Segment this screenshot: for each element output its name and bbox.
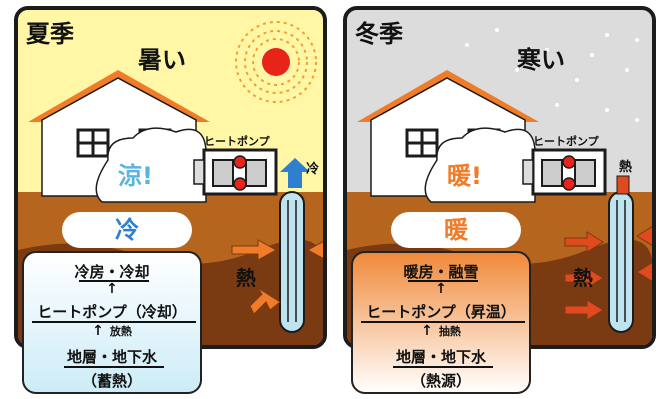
- pipe-riser-icon: [616, 175, 630, 195]
- heat-in-arrows: [564, 226, 652, 321]
- ground-heat-exchanger: [608, 191, 634, 333]
- pipe-arrow-icon: [280, 158, 310, 188]
- summer-flow-box: 冷房・冷却 ↑ ヒートポンプ（冷却） ↑ 放熱 地層・地下水 （蓄熱）: [22, 251, 202, 394]
- flow-bottom-note: （蓄熱）: [81, 372, 142, 390]
- ground-heat-label: 熱: [236, 266, 256, 290]
- room-mark: 暖!: [447, 162, 482, 190]
- heat-pump-icon: [193, 148, 278, 196]
- heat-pump-label: ヒートポンプ: [533, 135, 599, 148]
- flow-arrow-note: 放熱: [109, 325, 132, 338]
- season-title: 冬季: [355, 20, 403, 48]
- heat-pump-label: ヒートポンプ: [204, 135, 270, 148]
- divider: [64, 366, 164, 368]
- weather-feeling: 暑い: [138, 46, 186, 74]
- snow-icon: [465, 28, 639, 122]
- pipe-label: 熱: [619, 160, 633, 175]
- flow-bottom-note: （熱源）: [410, 372, 471, 390]
- sun-icon: [235, 21, 317, 103]
- flow-top: 冷房・冷却: [74, 263, 150, 281]
- arrow-up-icon: ↑: [92, 323, 104, 339]
- ground-heat-exchanger: [279, 191, 305, 333]
- ground-heat-label: 熱: [573, 266, 593, 290]
- room-bubble: [424, 127, 536, 203]
- mode-pill: 暖: [391, 212, 521, 248]
- divider: [32, 321, 196, 323]
- flow-bottom: 地層・地下水: [66, 348, 157, 366]
- divider: [79, 280, 149, 282]
- arrow-up-icon: ↑: [435, 281, 447, 297]
- flow-middle: ヒートポンプ（昇温）: [366, 303, 516, 321]
- winter-flow-box: 暖房・融雪 ↑ ヒートポンプ（昇温） ↑ 抽熱 地層・地下水 （熱源）: [351, 251, 531, 394]
- divider: [408, 280, 478, 282]
- room-mark: 涼!: [118, 162, 153, 190]
- room-bubble: [95, 127, 207, 203]
- divider: [361, 321, 525, 323]
- arrow-up-icon: ↑: [421, 323, 433, 339]
- flow-arrow-note: 抽熱: [438, 325, 461, 338]
- pipe-label: 冷: [306, 162, 320, 177]
- arrow-up-icon: ↑: [106, 281, 118, 297]
- weather-feeling: 寒い: [517, 46, 565, 74]
- divider: [393, 366, 493, 368]
- mode-pill: 冷: [62, 212, 192, 248]
- season-title: 夏季: [26, 20, 74, 48]
- flow-top: 暖房・融雪: [403, 263, 479, 281]
- flow-bottom: 地層・地下水: [395, 348, 486, 366]
- flow-middle: ヒートポンプ（冷却）: [37, 303, 187, 321]
- heat-pump-icon: [522, 148, 607, 196]
- heat-out-arrows: [231, 239, 323, 315]
